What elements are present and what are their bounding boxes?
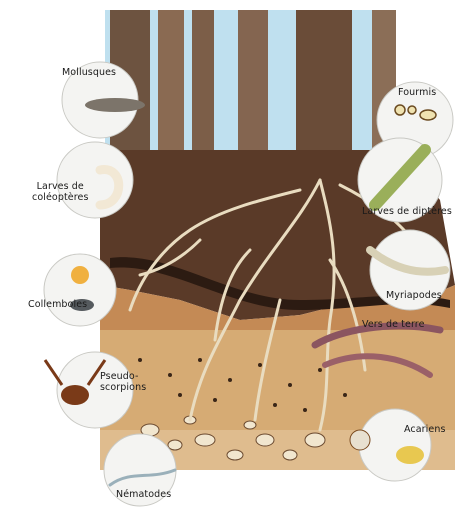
label-myriapodes: Myriapodes — [386, 291, 442, 302]
label-fourmis: Fourmis — [398, 88, 436, 99]
label-nematodes: Nématodes — [116, 490, 171, 501]
label-mollusques: Mollusques — [62, 68, 116, 79]
slug-icon — [85, 98, 145, 112]
label-pseudoscorpions: Pseudo- scorpions — [100, 372, 146, 394]
label-collemboles: Collemboles — [28, 300, 87, 311]
springtail-circle — [44, 254, 116, 326]
label-vers-de-terre: Vers de terre — [362, 320, 425, 331]
mite-circle — [359, 409, 431, 481]
label-larves-dipteres: Larves de diptères — [362, 207, 452, 218]
label-larves-coleopteres: Larves de coléoptères — [32, 182, 89, 204]
label-acariens: Acariens — [404, 425, 446, 436]
